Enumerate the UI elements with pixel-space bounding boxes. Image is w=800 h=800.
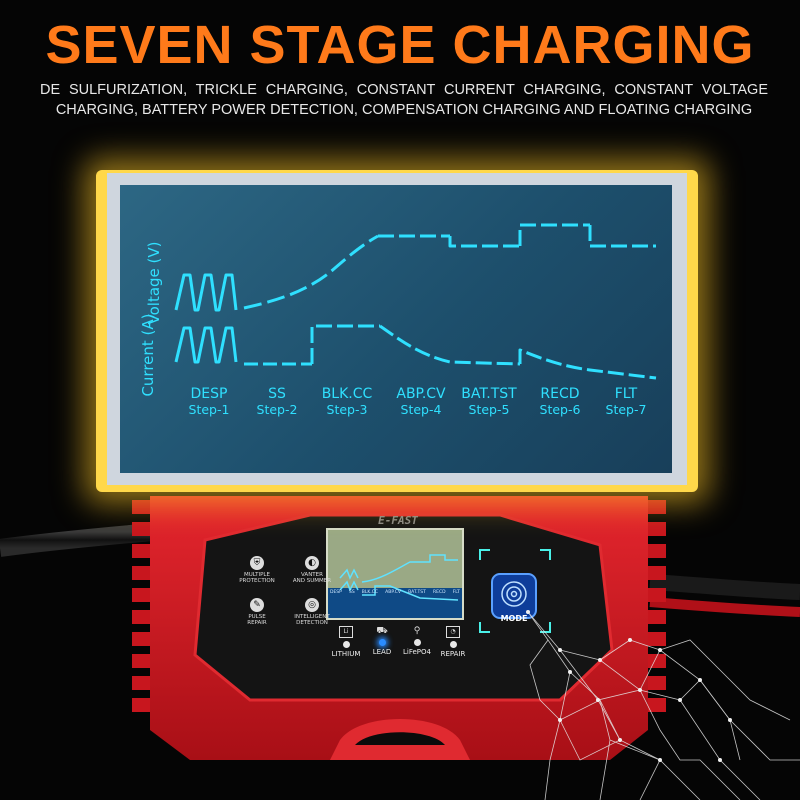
mode-led — [342, 641, 350, 648]
stage-step: Step-2 — [256, 402, 298, 417]
feature-label: PROTECTION — [239, 578, 275, 584]
stage-name: FLT — [614, 386, 638, 402]
stage-step: Step-4 — [400, 402, 442, 417]
subtitle-line-2: CHARGING, BATTERY POWER DETECTION, COMPE… — [55, 102, 753, 118]
mode-lithium[interactable]: Li LITHIUM — [330, 626, 362, 658]
voltage-pulses — [174, 273, 238, 312]
voltage-ramp — [243, 234, 379, 310]
lithium-battery-icon: Li — [339, 626, 353, 638]
feature-grid: ⛨ MULTIPLE PROTECTION ◐ VANTER AND SUMME… — [232, 556, 342, 634]
mode-label: LITHIUM — [331, 650, 361, 658]
stage-step: Step-1 — [188, 402, 230, 417]
shield-icon: ⛨ — [250, 556, 264, 570]
subtitle-line-1: DE SULFURIZATION, TRICKLE CHARGING, CONS… — [40, 82, 768, 98]
feature-label: VANTER — [301, 572, 323, 578]
mode-label: LEAD — [372, 648, 392, 656]
stage-desp: DESP Step-1 — [178, 386, 240, 417]
mode-selector: Li LITHIUM ⛟ LEAD ⚲ LiFePO4 ◔ REPAIR — [330, 626, 470, 668]
season-icon: ◐ — [305, 556, 319, 570]
motorcycle-icon: ⚲ — [413, 626, 421, 636]
feature-label: MULTIPLE — [244, 572, 270, 578]
stage-name: RECD — [540, 386, 580, 402]
brand-label: E-FAST — [378, 514, 418, 527]
stage-step: Step-3 — [326, 402, 368, 417]
wrench-icon: ✎ — [250, 598, 264, 612]
stage-step: Step-7 — [605, 402, 647, 417]
current-taper — [379, 324, 521, 366]
current-pulses — [174, 326, 238, 364]
stage-bat-tst: BAT.TST Step-5 — [454, 386, 524, 417]
mode-button-label[interactable]: MODE — [500, 614, 528, 623]
gauge-icon: ◔ — [446, 626, 460, 638]
mini-stage-row: DESP SS BLK.CC ABP.CV BAT.TST RECD FLT — [330, 590, 460, 595]
voltage-recond — [518, 223, 590, 246]
cable-right — [649, 574, 800, 600]
stage-name: BLK.CC — [321, 386, 373, 402]
feature-label: PULSE — [248, 614, 266, 620]
car-icon: ⛟ — [376, 626, 388, 636]
mode-led — [413, 639, 421, 646]
stage-ss: SS Step-2 — [246, 386, 308, 417]
mini-stage-label: RECD — [433, 590, 446, 595]
mini-stage-label: BAT.TST — [408, 590, 426, 595]
stage-name: ABP.CV — [396, 386, 446, 402]
current-recond — [518, 348, 657, 380]
mini-stage-label: BLK.CC — [361, 590, 379, 595]
mode-label: REPAIR — [440, 650, 466, 658]
feature-multiple-protection: ⛨ MULTIPLE PROTECTION — [232, 556, 282, 584]
current-cc — [310, 324, 380, 364]
mini-stage-label: DESP — [330, 590, 342, 595]
mode-label: LiFePO4 — [403, 648, 431, 656]
mode-repair[interactable]: ◔ REPAIR — [436, 626, 470, 658]
feature-label: AND SUMMER — [292, 578, 332, 584]
stage-recd: RECD Step-6 — [528, 386, 592, 417]
stage-step: Step-6 — [539, 402, 581, 417]
feature-label: DETECTION — [296, 620, 328, 626]
stage-labels: DESP Step-1 SS Step-2 BLK.CC Step-3 ABP.… — [178, 386, 658, 426]
feature-label: REPAIR — [247, 620, 267, 626]
voltage-float — [588, 225, 656, 248]
detection-icon: ◎ — [305, 598, 319, 612]
mini-stage-label: SS — [348, 590, 355, 595]
mode-led-active — [378, 639, 386, 646]
page-title: SEVEN STAGE CHARGING — [45, 15, 755, 75]
feature-intelligent-detection: ◎ INTELLIGENT DETECTION — [287, 598, 337, 626]
feature-pulse-repair: ✎ PULSE REPAIR — [232, 598, 282, 626]
stage-flt: FLT Step-7 — [594, 386, 658, 417]
mini-stage-label: ABP.CV — [385, 590, 401, 595]
mode-led — [449, 641, 457, 648]
stage-name: BAT.TST — [461, 386, 517, 402]
voltage-test — [448, 236, 520, 248]
stage-step: Step-5 — [468, 402, 510, 417]
stage-blk-cc: BLK.CC Step-3 — [314, 386, 380, 417]
stage-name: DESP — [190, 386, 228, 402]
feature-label: INTELLIGENT — [294, 614, 330, 620]
feature-season: ◐ VANTER AND SUMMER — [287, 556, 337, 584]
mini-stage-label: FLT — [452, 590, 460, 595]
current-axis-label: Current (A) — [139, 313, 157, 397]
stage-abp-cv: ABP.CV Step-4 — [388, 386, 454, 417]
stage-name: SS — [268, 386, 286, 402]
mode-lead[interactable]: ⛟ LEAD — [366, 626, 398, 656]
mode-lifepo4[interactable]: ⚲ LiFePO4 — [400, 626, 434, 656]
